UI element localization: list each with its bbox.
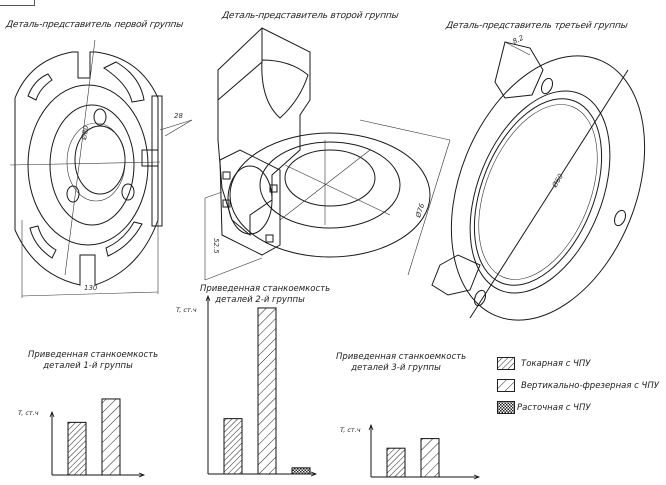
part3-bore-chamfer (478, 104, 598, 280)
part2-bolt (222, 171, 231, 180)
part2-bore-top (261, 59, 309, 119)
part1-centerline (9, 161, 161, 166)
dim-ext (204, 191, 223, 199)
part3-hole (540, 77, 554, 95)
x-axis-arrow (138, 472, 146, 478)
part2-side-block (219, 149, 281, 256)
chart-group3 (368, 423, 481, 480)
part1-ring (49, 104, 135, 226)
part1-slot (103, 61, 145, 103)
dim-line-130 (21, 291, 159, 297)
part1-hole (121, 183, 135, 201)
part1-hole (66, 185, 80, 203)
dim-ext (359, 119, 451, 141)
swatch-crosshatch (497, 401, 515, 414)
part2-centerline (284, 164, 391, 216)
dim-line-d76 (407, 139, 451, 276)
swatch-dense-hatch (497, 357, 515, 370)
bar-3 (291, 467, 311, 475)
chart1-ylabel: T, ст.ч (18, 409, 39, 417)
bar-1 (386, 447, 406, 478)
part3-lug (431, 254, 481, 296)
bar-1 (223, 418, 243, 475)
chart2-title-line2: деталей 2-й группы (215, 295, 305, 305)
part1-slot (27, 73, 53, 101)
x-axis-arrow (473, 474, 481, 480)
part1-slot (105, 221, 143, 257)
part2-bolt (269, 184, 278, 193)
y-axis-arrow (205, 294, 211, 302)
chart3-title: Приведенная станкоемкость деталей 3-й гр… (336, 352, 467, 374)
dim-line-28 (159, 119, 193, 131)
chart-group1 (49, 398, 146, 478)
part2-centerline (279, 149, 371, 221)
part1-centerline (64, 39, 96, 276)
part3-lug (494, 41, 544, 99)
dim-ext (204, 257, 263, 281)
chart2-ylabel: T, ст.ч (176, 306, 197, 314)
part1-key (141, 149, 159, 167)
chart1-title-line1: Приведенная станкоемкость (28, 350, 159, 360)
legend-item-boring: Расточная с ЧПУ (497, 401, 659, 414)
part2-base (229, 132, 431, 258)
x-axis-arrow (310, 471, 318, 477)
part1-tab (151, 95, 163, 227)
legend-item-milling: Вертикально-фрезерная с ЧПУ (497, 379, 659, 392)
dim-line-28 (164, 119, 193, 137)
chart2-title-line1: Приведенная станкоемкость (200, 284, 331, 294)
part1-slot (29, 225, 57, 259)
y-axis-arrow (368, 423, 374, 431)
dim-d80: Ø80 (80, 124, 91, 141)
part3-ring (469, 90, 611, 294)
bar-2 (257, 307, 277, 475)
chart3-title-line2: деталей 3-й группы (351, 363, 441, 373)
chart1-title-line2: деталей 1-й группы (43, 361, 133, 371)
part3-bore (473, 98, 603, 286)
part3-hole (613, 209, 627, 227)
part2-base-inner (259, 141, 401, 229)
chart3-ylabel: T, ст.ч (340, 426, 361, 434)
part1-face (27, 84, 149, 246)
dim-line-d60 (469, 69, 629, 319)
dim-line-82 (504, 41, 531, 56)
part2-bolt (265, 234, 274, 243)
bar-1 (67, 421, 87, 476)
y-axis-arrow (49, 410, 55, 418)
frame-corner (0, 0, 35, 6)
part2-bore (284, 149, 376, 207)
chart3-title-line1: Приведенная станкоемкость (336, 352, 467, 362)
bar-2 (101, 398, 121, 476)
part2-bolt (222, 199, 231, 208)
dim-28: 28 (174, 112, 183, 120)
legend-label: Расточная с ЧПУ (517, 402, 591, 413)
legend-item-turning: Токарная с ЧПУ (497, 357, 659, 370)
legend-label: Токарная с ЧПУ (521, 358, 591, 369)
swatch-sparse-hatch (497, 379, 515, 392)
legend-label: Вертикально-фрезерная с ЧПУ (521, 380, 659, 391)
part3-outer (450, 55, 646, 321)
bar-2 (420, 438, 440, 478)
chart-group2 (205, 294, 318, 477)
dim-130: 130 (84, 284, 98, 292)
legend: Токарная с ЧПУ Вертикально-фрезерная с Ч… (497, 357, 659, 414)
part1-hole (93, 108, 107, 126)
chart2-title: Приведенная станкоемкость деталей 2-й гр… (200, 284, 331, 306)
dim-525: 52.5 (212, 238, 220, 254)
chart1-title: Приведенная станкоемкость деталей 1-й гр… (28, 350, 159, 372)
part3-hole (473, 289, 487, 307)
part2-block (217, 27, 311, 237)
